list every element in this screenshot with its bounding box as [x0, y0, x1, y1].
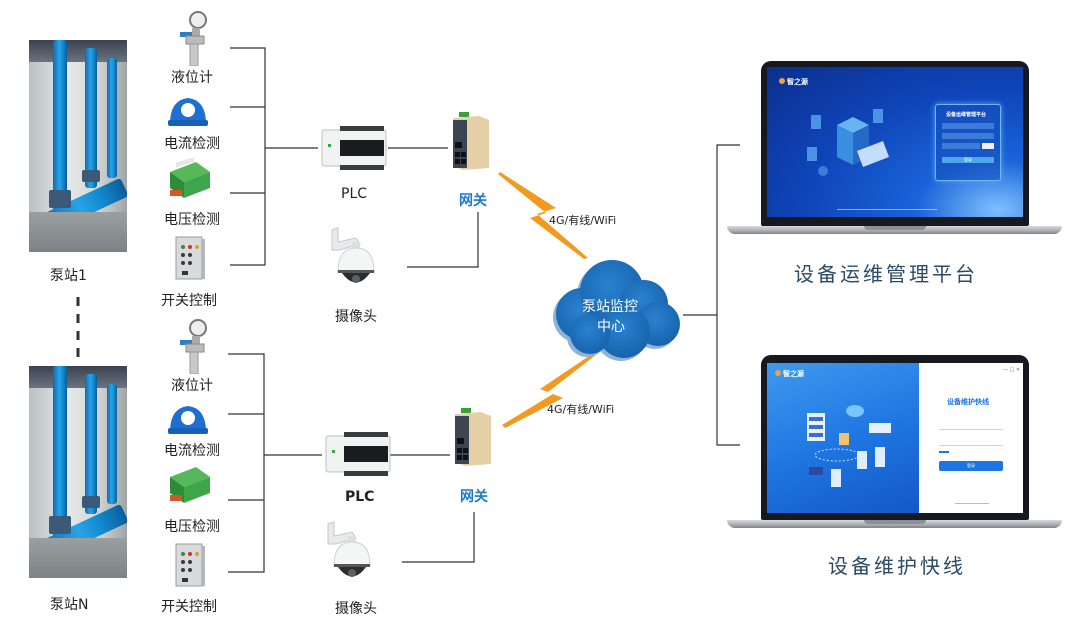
device-label-voltage: 电压检测: [164, 519, 220, 535]
wire-center-platforms: [683, 144, 740, 446]
pump-station-photo-1: [29, 40, 127, 252]
maint-brand-logo: 智之源: [775, 369, 804, 379]
plc-label: PLC: [345, 489, 375, 505]
gateway-icon: [453, 112, 489, 170]
isometric-maintenance-illustration: [807, 405, 891, 487]
maint-password-input[interactable]: [939, 437, 1003, 446]
device-label-level: 液位计: [171, 70, 213, 86]
plc-icon: [325, 432, 391, 476]
camera-label: 摄像头: [335, 601, 377, 617]
plc-icon: [321, 126, 387, 170]
device-label-current: 电流检测: [164, 443, 220, 459]
voltage-sensor-icon: [170, 158, 210, 198]
device-label-switch: 开关控制: [161, 599, 217, 615]
center-label-line1: 泵站监控: [582, 299, 638, 315]
gateway-label: 网关: [460, 489, 488, 505]
ops-footer-text: [837, 209, 937, 210]
maint-login-button-label: 登录: [967, 463, 975, 468]
maint-username-input[interactable]: [939, 421, 1003, 430]
gateway-label: 网关: [459, 193, 487, 209]
link-label-top: 4G/有线/WiFi: [549, 214, 617, 227]
brand-logo-icon: [775, 370, 781, 376]
ops-brand-text: 智之源: [787, 78, 808, 86]
level-gauge-icon: [180, 319, 207, 374]
wire-s1-bracket: [230, 47, 318, 266]
maint-login-title: 设备维护快线: [947, 398, 989, 406]
wire-sn-camera-gateway: [402, 512, 475, 563]
cloud-icon: [553, 260, 680, 361]
center-label-line2: 中心: [597, 319, 625, 335]
ops-captcha-input[interactable]: [942, 143, 980, 149]
ops-username-input[interactable]: [942, 123, 994, 129]
device-label-switch: 开关控制: [161, 293, 217, 309]
lightning-bolt-top: [498, 172, 588, 259]
device-label-current: 电流检测: [164, 136, 220, 152]
platform-caption-maintenance: 设备维护快线: [828, 554, 966, 578]
platform-caption-ops: 设备运维管理平台: [794, 262, 978, 286]
wire-sn-bracket: [228, 353, 322, 573]
device-label-voltage: 电压检测: [164, 212, 220, 228]
maintenance-left-panel: 智之源: [767, 363, 919, 513]
ops-login-button[interactable]: 登录: [942, 157, 994, 163]
gateway-icon: [455, 408, 491, 466]
ops-platform-screen: 智之源 设备运维管理平台 登录: [767, 67, 1023, 217]
link-label-bottom: 4G/有线/WiFi: [547, 403, 615, 416]
isometric-server-illustration: [807, 109, 889, 176]
maintenance-screen: 智之源 — □ ✕ 设备维护快线 登录: [767, 363, 1023, 513]
ops-captcha-image[interactable]: [982, 143, 994, 149]
current-sensor-icon: [168, 98, 208, 126]
current-sensor-icon: [168, 406, 208, 434]
ops-password-input[interactable]: [942, 133, 994, 139]
plc-label: PLC: [341, 186, 368, 202]
device-label-level: 液位计: [171, 378, 213, 394]
brand-logo-icon: [779, 78, 785, 84]
ops-login-panel: 设备运维管理平台 登录: [935, 104, 1001, 181]
dome-camera-icon: [327, 521, 371, 577]
ops-login-title: 设备运维管理平台: [946, 112, 987, 118]
laptop-ops-platform: 智之源 设备运维管理平台 登录: [727, 61, 1062, 236]
voltage-sensor-icon: [170, 467, 210, 503]
maint-brand-text: 智之源: [783, 370, 804, 378]
dome-camera-icon: [331, 227, 375, 283]
control-cabinet-icon: [175, 236, 205, 280]
camera-label: 摄像头: [335, 309, 377, 325]
control-cabinet-icon: [175, 543, 205, 587]
level-gauge-icon: [180, 11, 207, 66]
maint-login-button[interactable]: 登录: [939, 461, 1003, 471]
ops-brand-logo: 智之源: [779, 77, 808, 87]
pump-station-photo-n: [29, 366, 127, 578]
wire-s1-camera-gateway: [407, 212, 479, 268]
lightning-bolt-bottom: [502, 350, 601, 428]
ops-login-button-label: 登录: [964, 157, 972, 162]
laptop-maintenance-line: 智之源 — □ ✕ 设备维护快线 登录: [727, 355, 1062, 530]
station-name-n: 泵站N: [50, 597, 89, 613]
maint-remember-checkbox[interactable]: [939, 451, 949, 453]
maint-footer-text: [955, 503, 989, 504]
window-controls[interactable]: — □ ✕: [1003, 367, 1021, 373]
station-name-1: 泵站1: [50, 268, 87, 284]
